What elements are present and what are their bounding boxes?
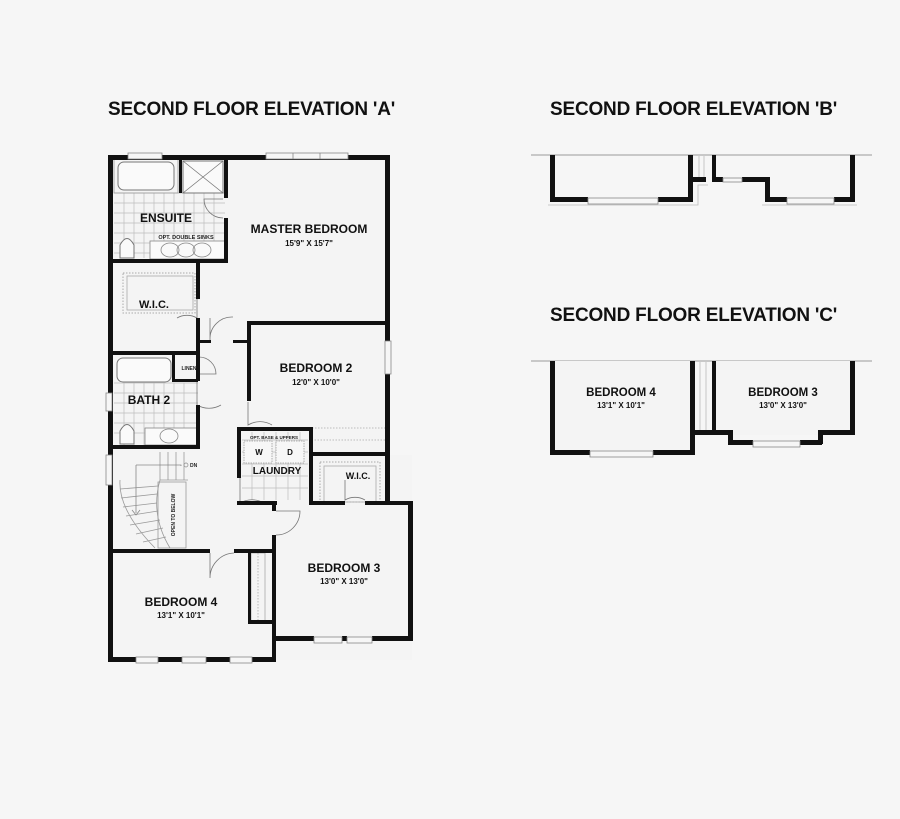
plan-a-title: SECOND FLOOR ELEVATION 'A' xyxy=(108,99,396,120)
plan-c-bedroom3-dims: 13'0" X 13'0" xyxy=(759,401,807,410)
plan-c-bedroom4-label: BEDROOM 4 xyxy=(586,387,656,399)
master-bedroom-dims: 15'9" X 15'7" xyxy=(285,239,333,248)
bedroom4-dims: 13'1" X 10'1" xyxy=(157,611,205,620)
wic-bed3-label: W.I.C. xyxy=(346,471,371,481)
bedroom2-dims: 12'0" X 10'0" xyxy=(292,378,340,387)
bedroom3-label: BEDROOM 3 xyxy=(308,561,381,575)
dryer-icon xyxy=(275,440,305,464)
sink-icon xyxy=(176,242,196,258)
dryer-label: D xyxy=(287,448,293,457)
laundry-label: LAUNDRY xyxy=(253,466,302,477)
sink-icon xyxy=(192,242,212,258)
ensuite-note: OPT. DOUBLE SINKS xyxy=(158,235,214,241)
bedroom2-label: BEDROOM 2 xyxy=(280,361,353,375)
bathtub-icon xyxy=(117,161,175,191)
plan-c-bedroom3-label: BEDROOM 3 xyxy=(748,387,818,399)
bedroom3-dims: 13'0" X 13'0" xyxy=(320,577,368,586)
wic-door xyxy=(176,298,198,319)
plan-c-bedroom4-dims: 13'1" X 10'1" xyxy=(597,401,645,410)
bedroom4-label: BEDROOM 4 xyxy=(145,595,218,609)
master-bedroom-label: MASTER BEDROOM xyxy=(251,222,368,236)
plan-b xyxy=(531,154,872,206)
washer-label: W xyxy=(255,448,263,457)
plan-c: BEDROOM 4 13'1" X 10'1" BEDROOM 3 13'0" … xyxy=(531,360,872,458)
sink-icon xyxy=(160,242,180,258)
stairs-down-label: DN xyxy=(190,463,198,469)
open-to-below-label: OPEN TO BELOW xyxy=(171,494,177,537)
plan-c-title: SECOND FLOOR ELEVATION 'C' xyxy=(550,305,838,326)
closet-shelf xyxy=(122,272,196,314)
bedroom2-door xyxy=(247,402,273,426)
plan-b-title: SECOND FLOOR ELEVATION 'B' xyxy=(550,99,838,120)
ensuite-door xyxy=(203,198,224,219)
bath2-label: BATH 2 xyxy=(128,393,171,407)
bedroom3-door xyxy=(275,510,301,536)
hall-door xyxy=(209,316,234,341)
bedroom4-door xyxy=(209,552,235,579)
windows xyxy=(105,152,392,664)
ensuite-label: ENSUITE xyxy=(140,211,192,225)
laundry-note: OPT. BASE & UPPERS xyxy=(250,435,298,440)
sink-icon xyxy=(159,428,179,444)
bathtub-icon xyxy=(116,357,172,383)
washer-icon xyxy=(243,440,273,464)
plan-a: ENSUITE OPT. DOUBLE SINKS MASTER BEDROOM… xyxy=(105,152,413,664)
toilet-icon xyxy=(119,238,135,259)
wic-bed3-door xyxy=(344,480,366,501)
linen-label: LINEN xyxy=(182,366,197,372)
toilet-icon xyxy=(119,424,135,445)
staircase xyxy=(119,452,188,549)
wic-master-label: W.I.C. xyxy=(139,299,169,311)
